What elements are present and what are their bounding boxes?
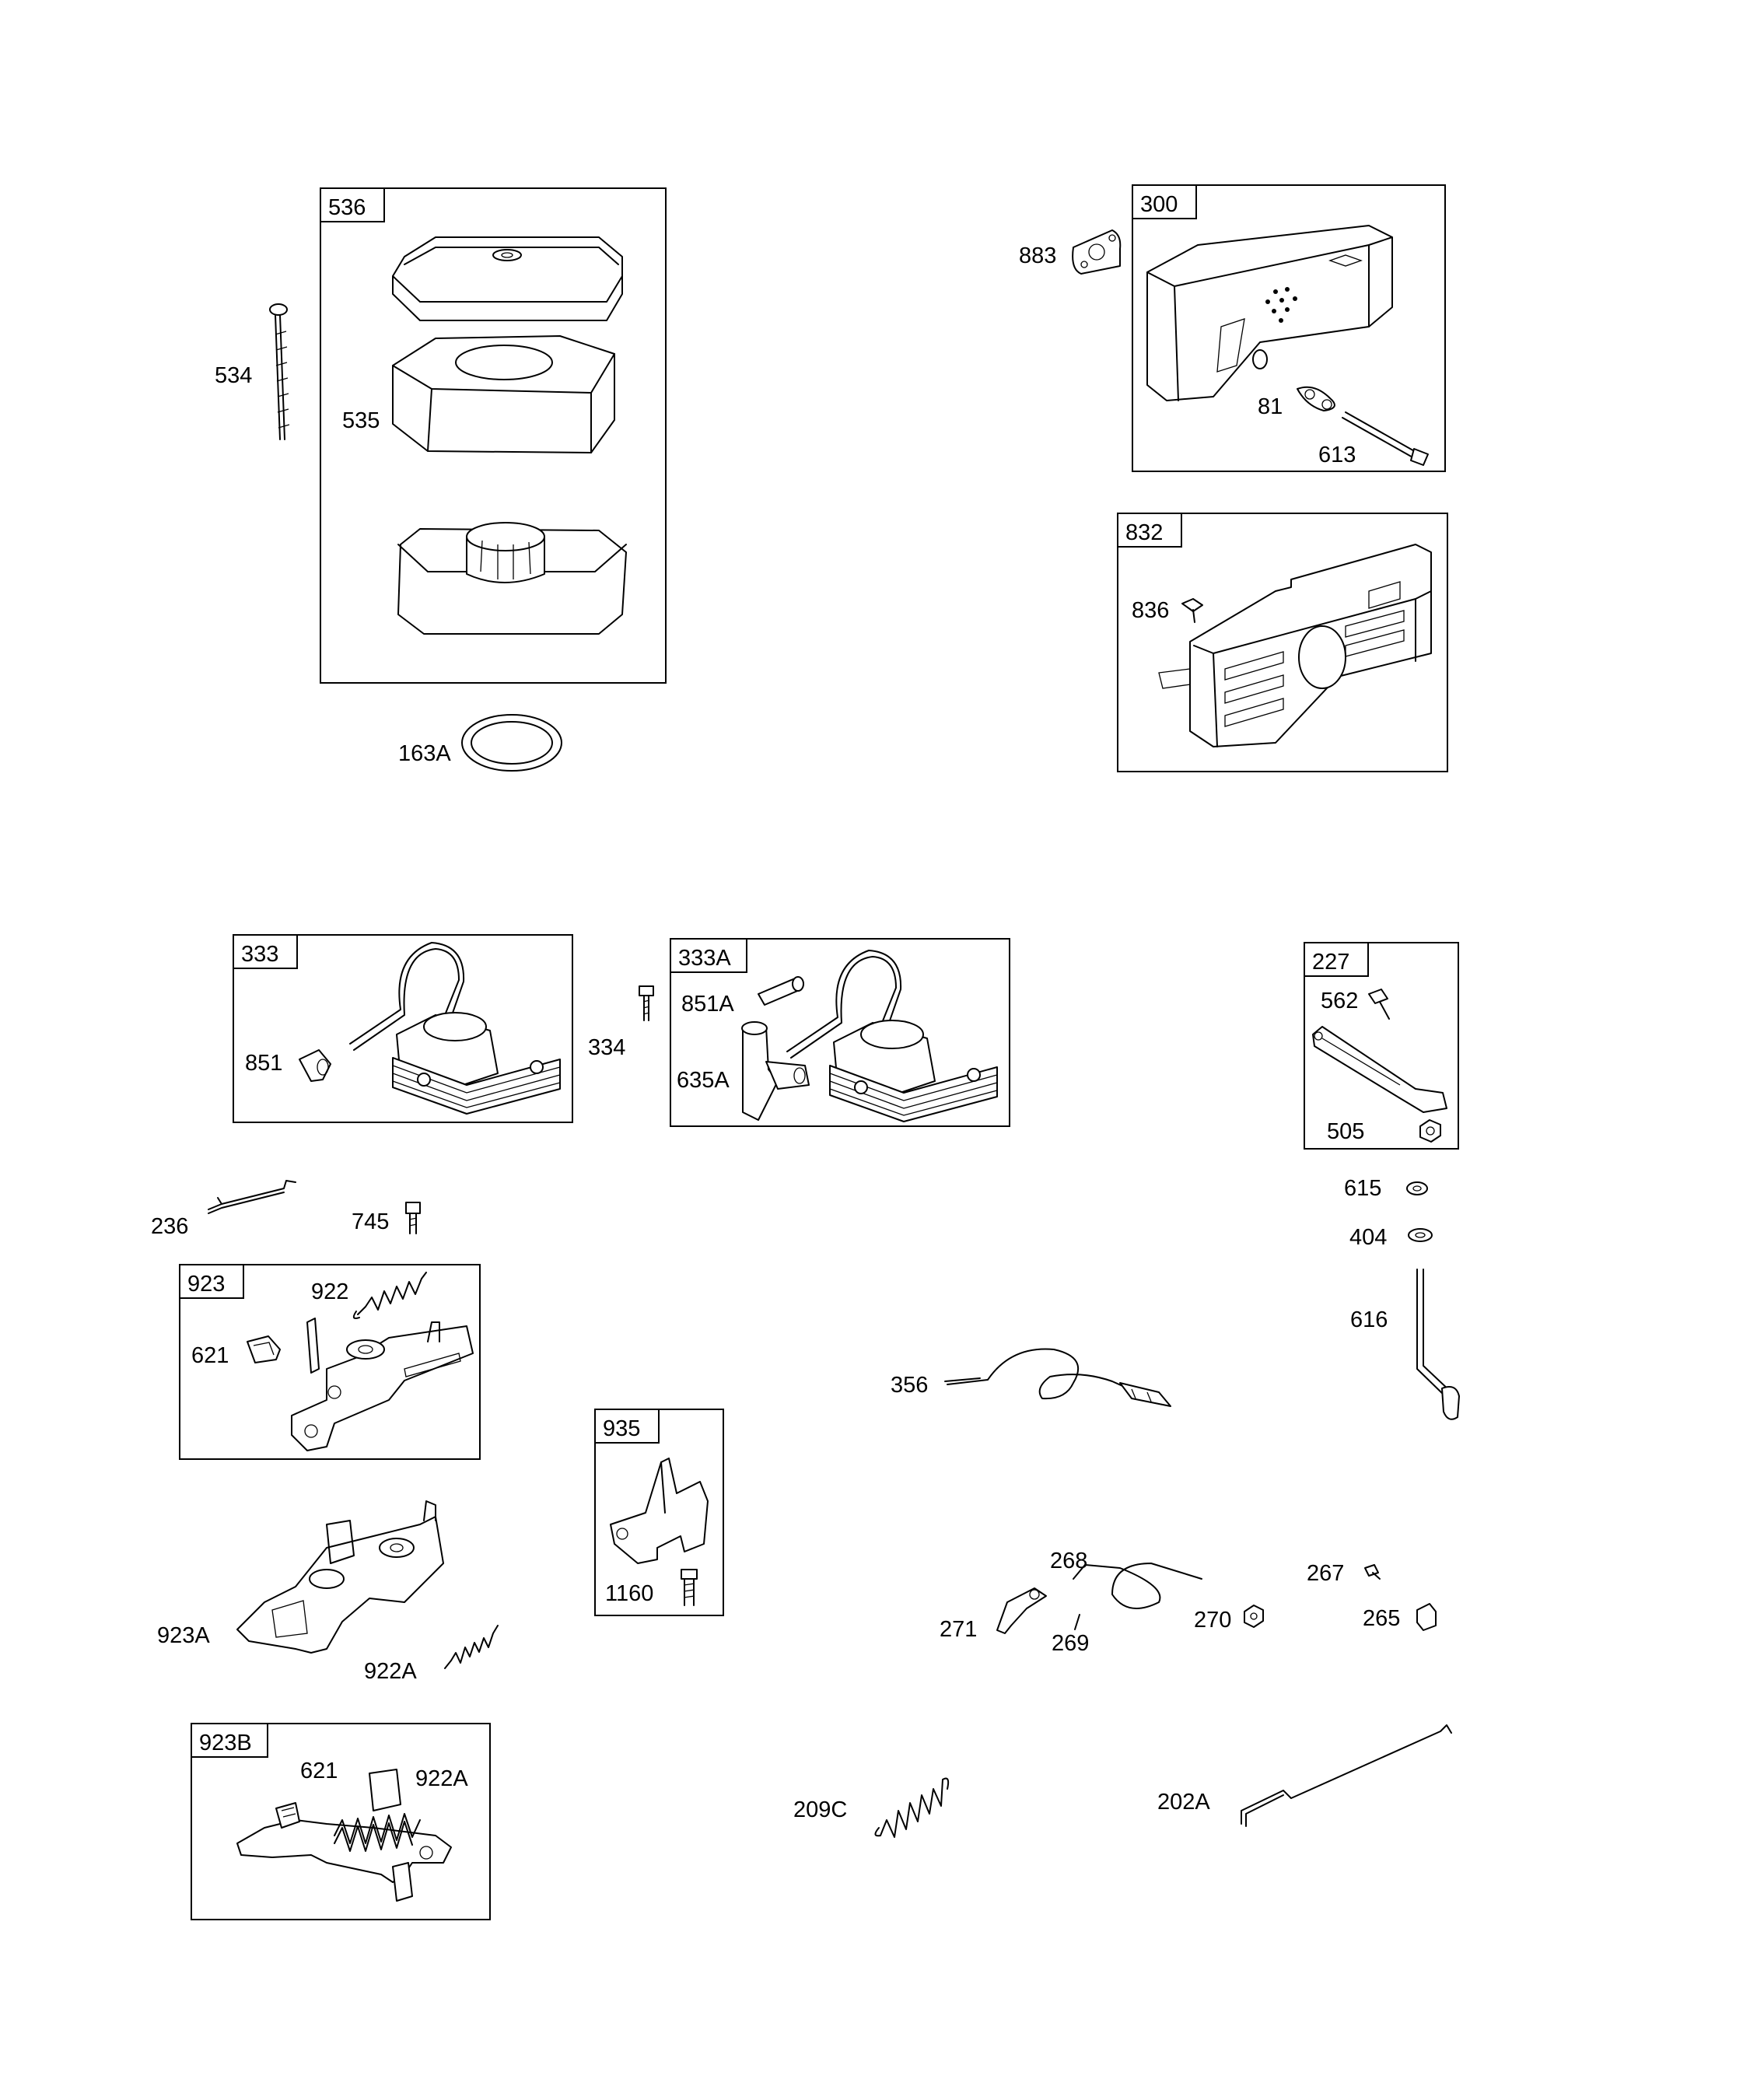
- part-163A-seal: 163A: [398, 714, 562, 772]
- group-333A-armature: 333A 851A 635A: [670, 938, 1010, 1127]
- part-271-lever: [996, 1587, 1047, 1634]
- muffler-guard-drawing: [1158, 544, 1432, 747]
- air-cleaner-cover-drawing: [392, 236, 623, 321]
- part-269-wire-end: [1074, 1614, 1080, 1630]
- group-923-control-bracket: 923 922 621: [179, 1264, 481, 1460]
- label-163A: 163A: [398, 741, 451, 766]
- part-81-lock-plate: [1297, 386, 1335, 411]
- bracket-935-drawing: [610, 1458, 709, 1564]
- label-356: 356: [891, 1373, 928, 1398]
- label-269: 269: [1052, 1631, 1089, 1656]
- label-270: 270: [1194, 1608, 1231, 1633]
- armature-drawing-333: [349, 942, 561, 1115]
- muffler-drawing: [1146, 225, 1393, 401]
- group-227-bracket: 227 562 505: [1304, 942, 1459, 1150]
- label-745: 745: [352, 1209, 389, 1234]
- part-562-screw: [1368, 989, 1390, 1020]
- air-cleaner-base-drawing: [397, 522, 627, 635]
- part-265-clip: [1416, 1603, 1437, 1631]
- label-334: 334: [588, 1035, 625, 1060]
- label-404: 404: [1349, 1225, 1387, 1250]
- label-635A: 635A: [677, 1068, 730, 1093]
- label-209C: 209C: [793, 1797, 847, 1822]
- control-assembly-923B-drawing: [236, 1769, 452, 1902]
- group-label-536: 536: [328, 195, 366, 220]
- group-label-935: 935: [603, 1416, 640, 1441]
- part-209C-spring: [874, 1777, 950, 1838]
- part-922-spring: [352, 1272, 427, 1319]
- group-label-832: 832: [1125, 520, 1163, 545]
- label-271: 271: [940, 1617, 977, 1642]
- bracket-arm-drawing: [1312, 1026, 1447, 1113]
- part-334-screw: [639, 985, 654, 1021]
- group-832-muffler-guard: 832 836: [1117, 513, 1448, 772]
- label-851A: 851A: [681, 992, 734, 1017]
- part-202A-link-rod: [1241, 1724, 1452, 1827]
- part-268-cable: [1073, 1563, 1202, 1609]
- group-label-227: 227: [1312, 950, 1349, 975]
- part-615-washer: [1406, 1181, 1428, 1195]
- group-935-bracket: 935 1160: [594, 1409, 724, 1616]
- label-922Ab: 922A: [415, 1766, 468, 1791]
- label-265: 265: [1363, 1606, 1400, 1631]
- part-836-screw: [1181, 598, 1203, 623]
- label-883: 883: [1019, 243, 1056, 268]
- group-label-300: 300: [1140, 192, 1178, 217]
- part-851-spark-plug-boot: [299, 1049, 331, 1082]
- group-label-333A: 333A: [678, 946, 731, 971]
- part-505-nut: [1419, 1119, 1441, 1143]
- part-534-bolt: 534: [215, 303, 290, 440]
- label-535: 535: [342, 408, 380, 433]
- air-filter-element-drawing: [392, 335, 615, 453]
- part-883-gasket: 883: [1019, 229, 1122, 275]
- part-267-screw: [1364, 1564, 1381, 1580]
- label-836: 836: [1132, 598, 1169, 623]
- group-label-923: 923: [187, 1272, 225, 1297]
- label-562: 562: [1321, 989, 1358, 1013]
- label-534: 534: [215, 363, 252, 388]
- label-267: 267: [1307, 1561, 1344, 1586]
- part-745-screw: [405, 1202, 421, 1234]
- label-202A: 202A: [1157, 1790, 1210, 1815]
- label-81: 81: [1258, 394, 1283, 419]
- label-851: 851: [245, 1051, 282, 1076]
- part-616-shaft: [1416, 1269, 1460, 1420]
- part-923A-control-bracket: [236, 1500, 444, 1654]
- group-923B-control-assembly: 923B 621 922A: [191, 1723, 491, 1920]
- group-300-muffler: 300 81 613: [1132, 184, 1446, 472]
- label-616: 616: [1350, 1307, 1388, 1332]
- part-851A-connector: [758, 976, 804, 1006]
- armature-drawing-333A: [786, 950, 998, 1122]
- part-236-link-rod: [208, 1180, 296, 1214]
- label-922: 922: [311, 1279, 348, 1304]
- label-236: 236: [151, 1214, 188, 1239]
- label-1160: 1160: [605, 1581, 653, 1606]
- part-621-clip: [247, 1335, 281, 1363]
- part-613-bolt: [1342, 411, 1429, 466]
- group-label-923B: 923B: [199, 1731, 252, 1755]
- part-922A-spring: [444, 1625, 499, 1669]
- part-356-ground-wire: [944, 1348, 1171, 1407]
- part-270-nut: [1244, 1605, 1264, 1628]
- label-923A: 923A: [157, 1623, 210, 1648]
- label-621: 621: [191, 1343, 229, 1368]
- label-505: 505: [1327, 1119, 1364, 1144]
- group-333-armature: 333 851: [233, 934, 573, 1123]
- part-1160-screw: [681, 1569, 698, 1606]
- control-bracket-923-drawing: [291, 1318, 474, 1451]
- label-613: 613: [1318, 443, 1356, 467]
- label-922A: 922A: [364, 1659, 417, 1684]
- label-621b: 621: [300, 1759, 338, 1783]
- group-label-333: 333: [241, 942, 278, 967]
- group-536-air-cleaner: 536: [320, 187, 667, 684]
- part-635A-boot: [741, 1021, 810, 1121]
- part-404-washer: [1408, 1228, 1433, 1242]
- label-615: 615: [1344, 1176, 1381, 1201]
